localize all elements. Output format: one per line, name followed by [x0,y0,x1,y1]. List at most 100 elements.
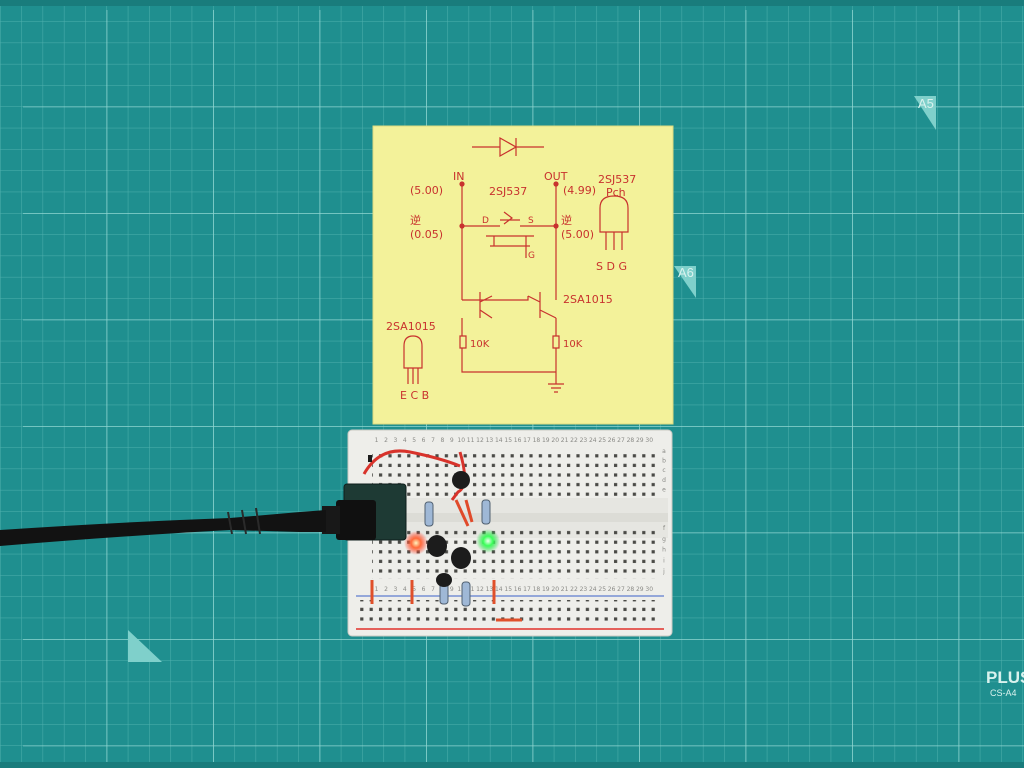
transistor-1 [427,535,447,557]
column-number-bottom: 9 [450,586,454,593]
column-number-top: 28 [627,437,635,444]
label-bjt-right: 2SA1015 [563,293,613,306]
column-number-bottom: 12 [476,586,484,593]
center-channel [352,513,668,522]
hole-grid-top [372,448,658,496]
label-bjt-left: 2SA1015 [386,320,436,333]
mat-model: CS-A4 [990,688,1017,698]
column-number-top: 24 [589,437,597,444]
column-number-bottom: 27 [617,586,625,593]
column-number-bottom: 22 [570,586,578,593]
column-number-top: 23 [580,437,588,444]
column-number-top: 18 [533,437,541,444]
column-number-top: 14 [495,437,503,444]
column-number-bottom: 11 [467,586,475,593]
column-number-top: 12 [476,437,484,444]
column-number-bottom: 17 [523,586,531,593]
column-number-bottom: 15 [504,586,512,593]
label-v-in: (5.00) [410,184,443,197]
fet-package-drawing [599,195,629,250]
label-rev-out-mark: 逆 [561,213,572,227]
vertical-jumpers [370,580,496,604]
column-number-bottom: 2 [384,586,388,593]
mat-marker-a5: A5 [918,96,934,111]
row-letter: i [663,557,665,564]
column-number-top: 4 [403,437,407,444]
column-number-bottom: 10 [457,586,465,593]
corner-mark-bottom [128,630,162,662]
resistor-4 [461,581,471,607]
resistor-2 [481,499,491,525]
column-number-top: 30 [645,437,653,444]
column-number-bottom: 13 [486,586,494,593]
label-in: IN [453,170,464,183]
column-number-bottom: 3 [393,586,397,593]
label-v-rev-in: (0.05) [410,228,443,241]
transistor-3 [436,573,452,587]
column-number-bottom: 28 [627,586,635,593]
column-number-top: 27 [617,437,625,444]
mat-marker-a6: A6 [678,265,694,280]
column-number-top: 16 [514,437,522,444]
resistor-ground [459,318,564,393]
cable-strain-relief [227,507,261,535]
resistor-1 [424,501,434,527]
column-number-top: 6 [422,437,426,444]
column-number-bottom: 6 [422,586,426,593]
column-number-top: 2 [384,437,388,444]
row-letter: a [662,448,666,455]
column-number-bottom: 5 [412,586,416,593]
label-r-left: 10K [470,339,490,350]
label-fet-pkg-name: 2SJ537 [598,173,636,186]
handwritten-schematic [403,136,629,393]
column-number-bottom: 1 [375,586,379,593]
column-number-bottom: 23 [580,586,588,593]
column-number-top: 11 [467,437,475,444]
power-rail-holes [360,600,660,622]
column-number-bottom: 14 [495,586,503,593]
column-number-top: 25 [598,437,606,444]
a5-corner-mark [914,96,936,130]
label-fet-d: D [482,216,489,226]
label-v-rev-out: (5.00) [561,228,594,241]
label-r-right: 10K [563,339,583,350]
column-number-top: 9 [450,437,454,444]
led-red [404,531,428,555]
row-letter: c [662,467,665,474]
column-number-top: 10 [457,437,465,444]
label-fet-pkg-type: Pch [606,186,626,199]
column-number-bottom: 21 [561,586,569,593]
column-number-top: 20 [551,437,559,444]
column-number-top: 26 [608,437,616,444]
dc-jack [336,500,376,540]
column-number-top: 5 [412,437,416,444]
orange-jumper-wires [454,499,474,527]
column-number-bottom: 16 [514,586,522,593]
column-number-bottom: 19 [542,586,550,593]
mat-brand: PLUS [986,668,1024,687]
transistor-2 [451,547,471,569]
column-number-bottom: 18 [533,586,541,593]
components [0,449,522,622]
row-letter: e [662,486,666,493]
column-number-bottom: 20 [551,586,559,593]
schematic-labels: IN OUT (5.00) (4.99) 2SJ537 逆 (0.05) 逆 (… [386,170,636,402]
label-out: OUT [544,170,568,183]
column-number-bottom: 4 [403,586,407,593]
column-number-bottom: 7 [431,586,435,593]
column-number-top: 15 [504,437,512,444]
column-number-top: 13 [486,437,494,444]
label-fet-pins: S D G [596,260,627,273]
dc-plug [322,506,340,534]
column-number-top: 29 [636,437,644,444]
row-letter: h [662,547,666,554]
column-number-bottom: 29 [636,586,644,593]
bjt-pair [462,292,557,319]
label-v-out: (4.99) [563,184,596,197]
column-number-top: 7 [431,437,435,444]
label-fet-g: G [528,251,535,261]
row-letter: d [662,477,666,484]
